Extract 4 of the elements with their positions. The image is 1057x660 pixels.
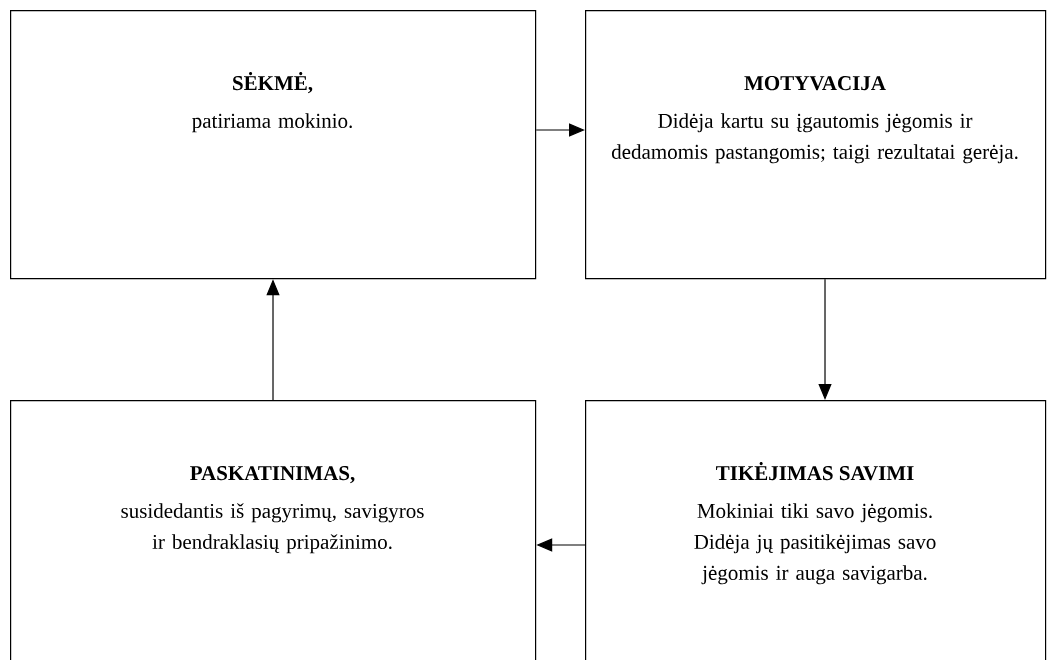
process-box: PASKATINIMAS, susidedantis iš pagyrimų, savigyros ir bendraklasių pripažinimo.: [10, 400, 537, 660]
process-box: TIKĖJIMAS SAVIMI Mokiniai tiki savo jėgomis. Didėja jų pasitikėjimas savo jėgomis ir auga savigarba.: [585, 400, 1047, 660]
process-box: MOTYVACIJA Didėja kartu su įgautomis jėgomis ir dedamomis pastangomis; taigi rezultatai gerėja.: [585, 10, 1047, 280]
process-box: SĖKMĖ, patiriama mokinio.: [10, 10, 537, 280]
